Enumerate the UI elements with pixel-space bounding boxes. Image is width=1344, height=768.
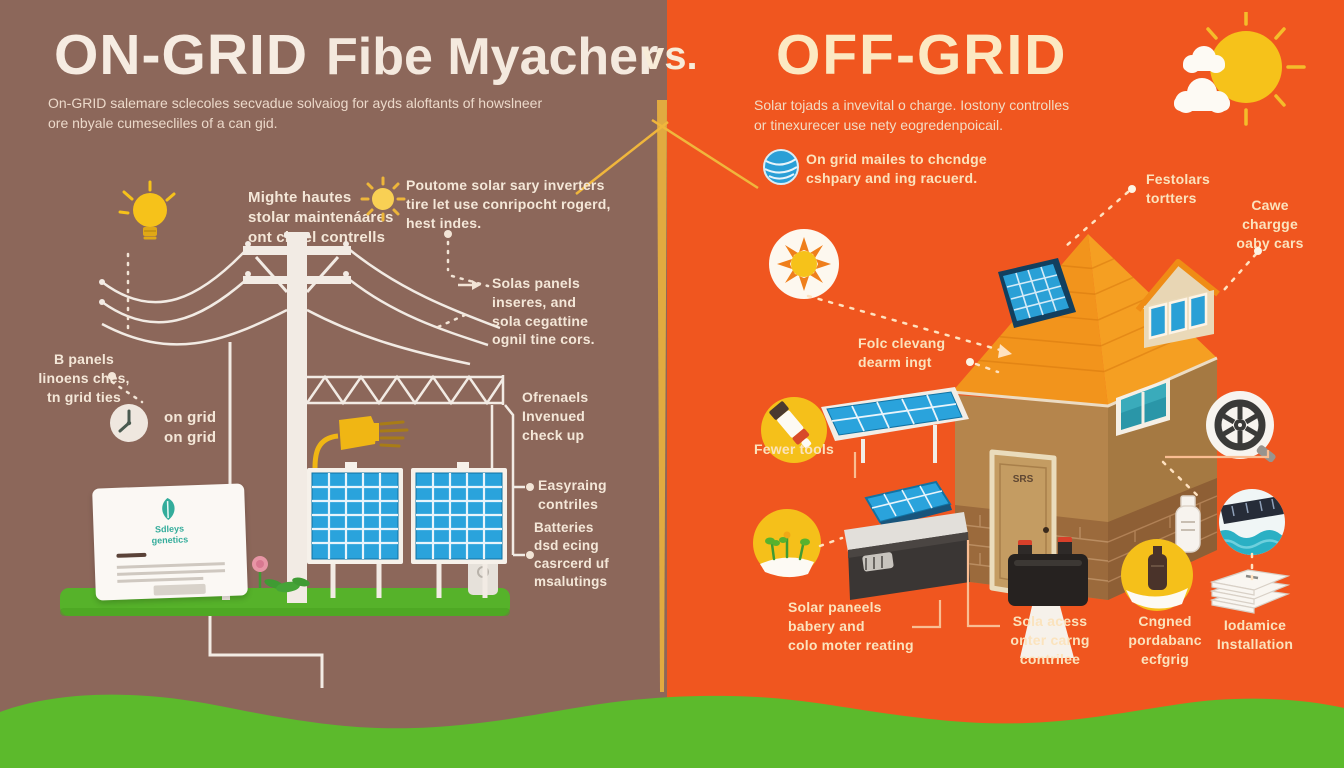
off-grid-subtitle: Solar tojads a invevital o charge. Iosto…: [754, 97, 1070, 133]
globe-label: On grid mailes to chcndge cshpary and in…: [806, 151, 987, 186]
folr-label: Folc clevang dearm ingt: [858, 335, 946, 370]
sola-acess-label: Sola acess onter carng contrilee: [1010, 613, 1090, 667]
cawe-label: Cawe chargge oaby cars: [1236, 197, 1304, 251]
gadget-waves-icon: [1219, 489, 1285, 555]
door-sign: SRS: [1013, 474, 1034, 485]
solar-array-graphic: [307, 416, 507, 598]
on-grid-subtitle: On-GRID salemare sclecoles secvadue solv…: [48, 95, 543, 131]
on-grid-title: ON-GRID: [54, 23, 308, 87]
clock-icon: [110, 404, 148, 442]
plug-icon: [339, 416, 409, 450]
bottom-grass: [0, 694, 1344, 768]
bottle-icon: [1175, 495, 1201, 553]
meter-card: Sdleys genetics: [92, 483, 248, 601]
sun-clouds-icon: [1174, 12, 1306, 126]
plant-icon: [753, 509, 821, 578]
cooler-graphic: [844, 480, 970, 600]
cngned-bottle-icon: [1121, 539, 1193, 611]
cngned-label: Cngned pordabanc ecfgrig: [1128, 613, 1202, 667]
on-grid-clock-label: on grid on grid: [164, 409, 217, 447]
fewer-tools-icon: [761, 397, 827, 463]
sunburst-icon: [769, 229, 839, 299]
sun-label: Poutome solar sary inverters tire let us…: [406, 177, 611, 231]
solar-paneels-label: Solar paneels babery and colo moter reat…: [788, 599, 914, 653]
globe-icon: [763, 149, 799, 185]
ofrenaels-label: Ofrenaels Invenued check up: [522, 389, 589, 443]
on-grid-title-suffix: Fibe Myacher: [325, 28, 659, 86]
fewer-tools-label: Fewer tools: [754, 441, 834, 457]
easyraing-label: Easyraing contriles: [538, 477, 607, 512]
iodamice-label: Iodamice Installation: [1216, 617, 1294, 652]
wheel-icon: [1206, 391, 1276, 462]
standalone-panel-graphic: [821, 387, 969, 463]
festolars-label: Festolars tortters: [1146, 171, 1211, 206]
solas-panels-label: Solas panels inseres, and sola cegattine…: [492, 275, 595, 348]
battery-graphic: [1008, 537, 1088, 658]
bulb-label: Mighte hautes stolar maintenáares ont ch…: [248, 189, 394, 247]
left-title-row: ON-GRID Fibe Myacher: [54, 22, 658, 88]
vs-label: vs.: [642, 34, 698, 78]
books-stack-icon: [1209, 569, 1291, 614]
off-grid-title: OFF-GRID: [776, 23, 1068, 87]
lightbulb-icon: [118, 180, 176, 240]
sun-icon-left: [360, 176, 406, 222]
batteries-label: Batteries dsd ecing casrcerd uf msalutin…: [534, 520, 609, 590]
leaf-icon: [162, 498, 175, 521]
on-grid-panel: [0, 0, 667, 768]
b-panels-label: B panels linoens ches, tn grid ties: [38, 351, 130, 405]
